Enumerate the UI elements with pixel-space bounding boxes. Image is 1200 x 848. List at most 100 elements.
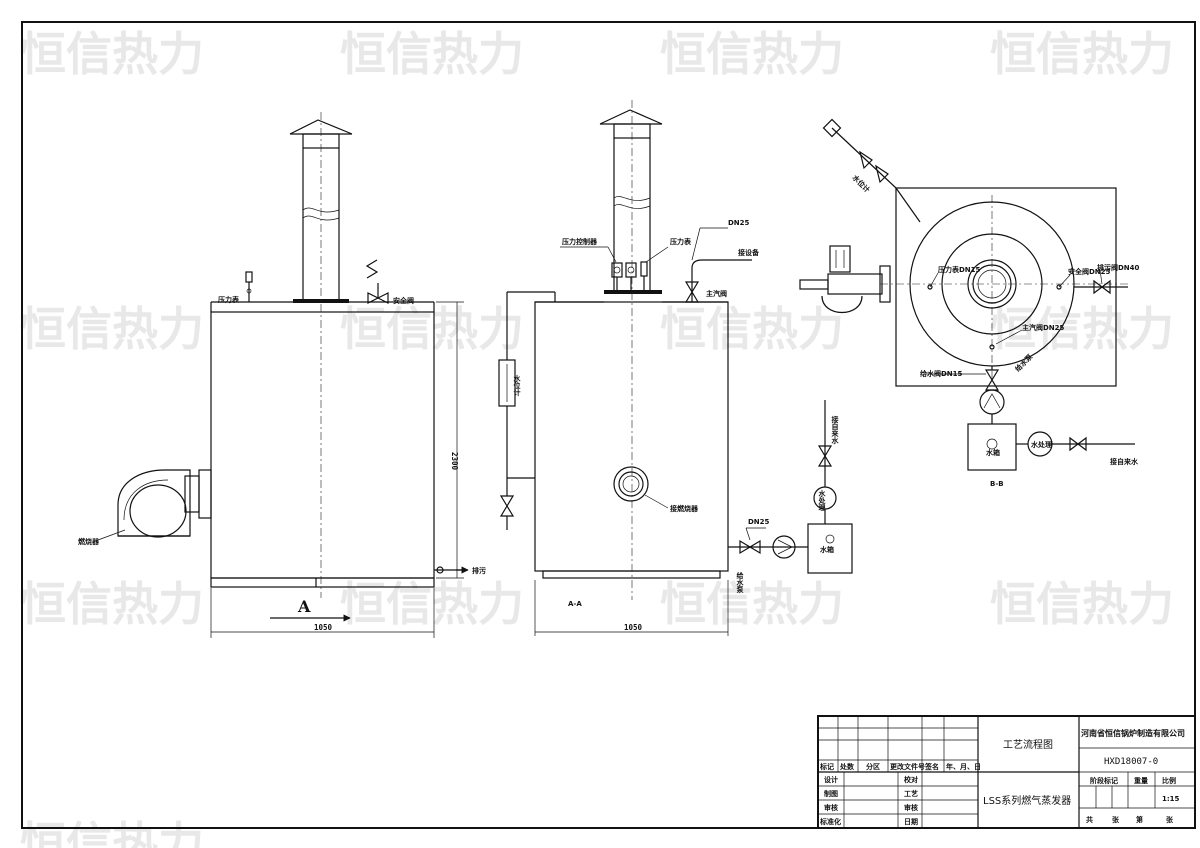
level-switch-icon	[822, 118, 842, 138]
boiler-base	[210, 577, 435, 588]
tb-header: 年、月、日	[946, 762, 981, 771]
watermark-text: 恒信热力	[340, 302, 524, 356]
inlet-valve-icon	[1069, 436, 1087, 452]
chimney-cap	[289, 119, 353, 135]
chimney-cap	[599, 109, 663, 125]
water-tank-icon	[807, 523, 853, 574]
elevation-view: 压力表 安全阀 燃烧器 排污 A 1050	[77, 112, 486, 638]
section-bb-label: B-B	[990, 480, 1004, 488]
gauge-valve-icon	[859, 150, 873, 170]
main-steam-valve-label: 主汽阀	[706, 289, 727, 298]
tb-header: 签名	[924, 762, 939, 771]
watermark-text: 恒信热力	[20, 577, 204, 631]
product-name: LSS系列燃气蒸发器	[983, 794, 1071, 807]
tap-water-label: 接自来水	[831, 415, 840, 445]
tb-row-label: 审核	[824, 803, 838, 812]
sheet-unit: 张	[1166, 815, 1174, 824]
tb-header: 分区	[866, 762, 880, 771]
watermark-text: 恒信热力	[20, 817, 204, 848]
to-equipment-label: 接设备	[738, 248, 760, 257]
stage-label: 阶段标记	[1090, 776, 1118, 785]
burner-port-icon	[613, 466, 649, 502]
feed-pump-label: 给水泵	[736, 571, 745, 594]
dn25-label: DN25	[748, 518, 770, 526]
safety-valve-label: 安全阀	[393, 296, 414, 305]
tb-row-label: 日期	[904, 817, 918, 826]
section-aa-label: A-A	[568, 600, 582, 608]
dn25-label: DN25	[728, 219, 750, 227]
title-block: 标记 处数 分区 更改文件号 签名 年、月、日 设计 制图 审核 标准化 校对 …	[817, 715, 1196, 829]
width-dimension: 1050	[624, 623, 643, 632]
water-level-gauge-label: 水位计	[513, 374, 522, 397]
gauge-valve-icon	[875, 164, 889, 184]
safety-valve-icon	[376, 292, 389, 304]
watermark-layer: 恒信热力 恒信热力 恒信热力 恒信热力 恒信热力 恒信热力 恒信热力 恒信热力 …	[20, 27, 1174, 848]
weight-label: 重量	[1134, 776, 1148, 785]
feed-valve-dn15-label: 给水阀DN15	[920, 369, 963, 378]
watermark-text: 恒信热力	[660, 577, 844, 631]
watermark-text: 恒信热力	[990, 302, 1174, 356]
watermark-text: 恒信热力	[660, 27, 844, 81]
pressure-gauge-dn15-label: 压力表DN15	[938, 265, 981, 274]
inlet-valve-icon	[817, 445, 833, 467]
watermark-text: 恒信热力	[20, 27, 204, 81]
water-treatment-label: 水处理	[1031, 440, 1052, 449]
feed-valve-icon	[739, 539, 761, 555]
company-name: 河南省恒信锅炉制造有限公司	[1081, 728, 1185, 738]
burner-connection-label: 接燃烧器	[670, 504, 699, 513]
tb-row-label: 设计	[824, 775, 838, 784]
drain-valve-icon	[499, 495, 515, 517]
tb-header: 标记	[819, 762, 834, 771]
feed-pump-icon	[772, 535, 796, 559]
tb-row-label: 校对	[904, 775, 918, 784]
pressure-gauge-icon	[245, 271, 253, 283]
burner-label: 燃烧器	[77, 537, 100, 546]
view-marker: A	[297, 597, 311, 616]
burner-icon	[117, 469, 212, 538]
watermark-text: 恒信热力	[340, 27, 524, 81]
water-tank-icon	[967, 423, 1017, 471]
tb-row-label: 工艺	[904, 789, 918, 798]
height-dimension: 2300	[450, 452, 459, 471]
pressure-gauge-label: 压力表	[670, 237, 692, 246]
watermark-text: 恒信热力	[660, 302, 844, 356]
watermark-text: 恒信热力	[20, 302, 204, 356]
water-treatment-label: 水处理	[818, 489, 827, 512]
pressure-gauge-icon	[640, 261, 648, 277]
pressure-controller-label: 压力控制器	[562, 237, 598, 246]
water-tank-label: 水箱	[986, 448, 1000, 457]
tb-header: 处数	[839, 762, 855, 771]
drawing-border	[21, 21, 1196, 829]
tb-header: 更改文件号	[890, 762, 925, 771]
sheet-unit: 张	[1112, 815, 1120, 824]
safety-valve-dn25-label: 安全阀DN25	[1068, 267, 1111, 276]
sheet-total: 共	[1086, 815, 1093, 824]
safety-valve-spring-icon	[365, 259, 379, 279]
watermark-text: 恒信热力	[990, 577, 1174, 631]
pressure-controller-icon	[625, 262, 637, 278]
drain-label: 排污	[472, 566, 486, 575]
watermark-text: 恒信热力	[340, 577, 524, 631]
scale-value: 1:15	[1162, 795, 1180, 803]
boiler-base	[542, 570, 721, 579]
tb-row-label: 审核	[904, 803, 918, 812]
width-dimension: 1050	[314, 623, 333, 632]
water-level-gauge-label: 水位计	[851, 173, 872, 194]
water-tank-label: 水箱	[820, 545, 834, 554]
tb-row-label: 标准化	[819, 817, 841, 826]
main-steam-valve-icon	[684, 281, 700, 303]
blowdown-valve-icon	[1093, 279, 1111, 295]
tb-row-label: 制图	[824, 789, 838, 798]
burner-plan-icon	[827, 273, 883, 295]
blowdown-valve-dn40-label: 排污阀DN40	[1097, 263, 1140, 272]
tap-water-label: 接自来水	[1110, 457, 1139, 466]
drawing-code: HXD18007-0	[1104, 757, 1158, 767]
drawing-title: 工艺流程图	[1003, 738, 1053, 751]
pressure-gauge-label: 压力表	[218, 295, 240, 304]
main-steam-valve-dn25-label: 主汽阀DN25	[1022, 323, 1065, 332]
watermark-text: 恒信热力	[990, 27, 1174, 81]
sheet-no: 第	[1136, 815, 1143, 824]
section-aa-view: 压力控制器 压力表 接燃烧器 DN25 接设备 主汽阀 水位计	[498, 100, 853, 636]
scale-label: 比例	[1162, 776, 1176, 785]
